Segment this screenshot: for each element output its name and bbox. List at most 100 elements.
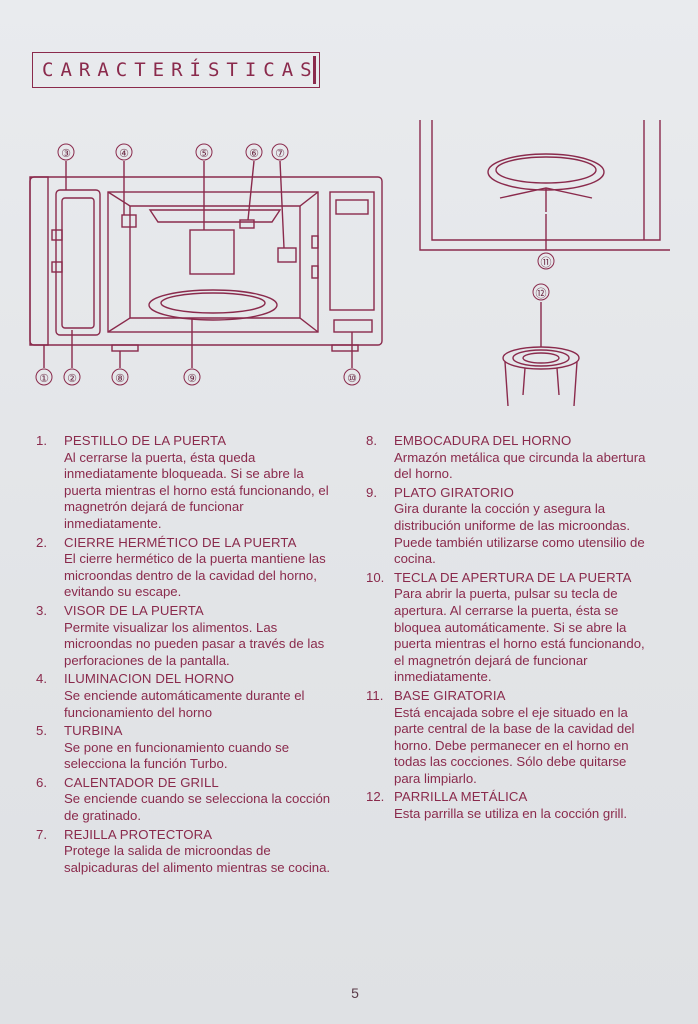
callout-label-top: ④ bbox=[119, 148, 129, 160]
door-latch-upper bbox=[51, 229, 63, 241]
feature-number: 6. bbox=[36, 774, 47, 790]
protector-grille-right bbox=[277, 247, 297, 263]
feature-description: Armazón metálica que circunda la abertur… bbox=[394, 449, 646, 482]
section-title: CARACTERÍSTICAS bbox=[42, 59, 319, 81]
callout-circle-4 bbox=[115, 143, 133, 161]
oven-foot-left bbox=[111, 344, 139, 352]
callout-label-turntable: ⑪ bbox=[541, 256, 552, 269]
oven-cavity bbox=[107, 191, 319, 333]
callout-circle-7 bbox=[271, 143, 289, 161]
callout-circle-12 bbox=[532, 283, 550, 301]
callout-label-top: ⑤ bbox=[199, 148, 209, 160]
feature-number: 3. bbox=[36, 602, 47, 618]
section-title-box: CARACTERÍSTICAS bbox=[32, 52, 320, 88]
callout-label-top: ⑦ bbox=[275, 148, 285, 160]
feature-description: Se pone en funcionamiento cuando se sele… bbox=[64, 739, 290, 772]
oven-door-edge bbox=[29, 176, 49, 346]
callout-label-bottom: ⑨ bbox=[187, 373, 197, 385]
callout-circle-2 bbox=[63, 368, 81, 386]
control-display bbox=[335, 199, 369, 215]
feature-number: 8. bbox=[366, 433, 377, 448]
feature-number: 10. bbox=[366, 569, 385, 585]
feature-title: VISOR DE LA PUERTA bbox=[64, 602, 204, 618]
callout-label-bottom: ⑩ bbox=[347, 373, 357, 385]
cavity-ceiling bbox=[107, 191, 319, 207]
feature-title: TURBINA bbox=[64, 723, 123, 739]
callout-label-top: ③ bbox=[61, 148, 71, 160]
callout-circle-9 bbox=[183, 368, 201, 386]
door-sensor-lower bbox=[311, 265, 319, 279]
cavity-right-wall bbox=[299, 206, 319, 333]
feature-title: CALENTADOR DE GRILL bbox=[64, 774, 219, 790]
feature-title: BASE GIRATORIA bbox=[394, 687, 506, 703]
feature-description: Gira durante la cocción y asegura la dis… bbox=[394, 501, 645, 567]
detail-turntable bbox=[487, 153, 605, 191]
turntable-plate bbox=[148, 289, 278, 321]
feature-description: Está encajada sobre el eje situado en la… bbox=[394, 704, 635, 786]
door-latch-lower bbox=[51, 261, 63, 273]
feature-title: TECLA DE APERTURA DE LA PUERTA bbox=[394, 569, 632, 585]
callout-circle-11 bbox=[537, 252, 555, 270]
feature-description: Protege la salida de microondas de salpi… bbox=[64, 843, 331, 875]
turbine-mesh bbox=[189, 229, 235, 275]
feature-title: PARRILLA METÁLICA bbox=[394, 789, 528, 805]
metal-rack-legs bbox=[504, 361, 578, 407]
feature-title: ILUMINACION DEL HORNO bbox=[64, 671, 235, 687]
protector-grille-left bbox=[121, 214, 137, 228]
grill-heater bbox=[148, 209, 282, 223]
metal-rack-ring-3 bbox=[522, 352, 560, 364]
turntable-support bbox=[499, 187, 593, 212]
callout-label-bottom: ⑧ bbox=[115, 373, 125, 385]
feature-title: CIERRE HERMÉTICO DE LA PUERTA bbox=[64, 534, 297, 550]
feature-number: 7. bbox=[36, 826, 47, 842]
detail-turntable-inner bbox=[495, 156, 597, 184]
feature-number: 4. bbox=[36, 671, 47, 687]
door-viewing-screen bbox=[61, 197, 95, 329]
title-end-bar bbox=[313, 56, 316, 84]
callout-circle-5 bbox=[195, 143, 213, 161]
feature-number: 5. bbox=[36, 723, 47, 739]
control-panel bbox=[329, 191, 375, 311]
callout-label-top: ⑥ bbox=[249, 148, 259, 160]
callout-circle-10 bbox=[343, 368, 361, 386]
callout-label-bottom: ① bbox=[39, 373, 49, 385]
feature-description: Se enciende automáticamente durante el f… bbox=[64, 687, 305, 720]
feature-title: REJILLA PROTECTORA bbox=[64, 826, 213, 842]
feature-description: Permite visualizar los alimentos. Las mi… bbox=[64, 619, 325, 668]
feature-title: PESTILLO DE LA PUERTA bbox=[64, 433, 227, 448]
oven-light bbox=[239, 219, 255, 229]
feature-number: 12. bbox=[366, 789, 385, 805]
callout-circle-1 bbox=[35, 368, 53, 386]
callout-circle-3 bbox=[57, 143, 75, 161]
feature-number: 11. bbox=[366, 687, 384, 703]
callout-label-bottom: ② bbox=[67, 373, 77, 385]
feature-description: Para abrir la puerta, pulsar su tecla de… bbox=[394, 586, 645, 685]
callout-circle-8 bbox=[111, 368, 129, 386]
callout-leaders-bottom bbox=[43, 318, 353, 368]
door-open-key bbox=[333, 319, 373, 333]
callout-leaders-top bbox=[65, 160, 285, 249]
door-sensor-upper bbox=[311, 235, 319, 249]
